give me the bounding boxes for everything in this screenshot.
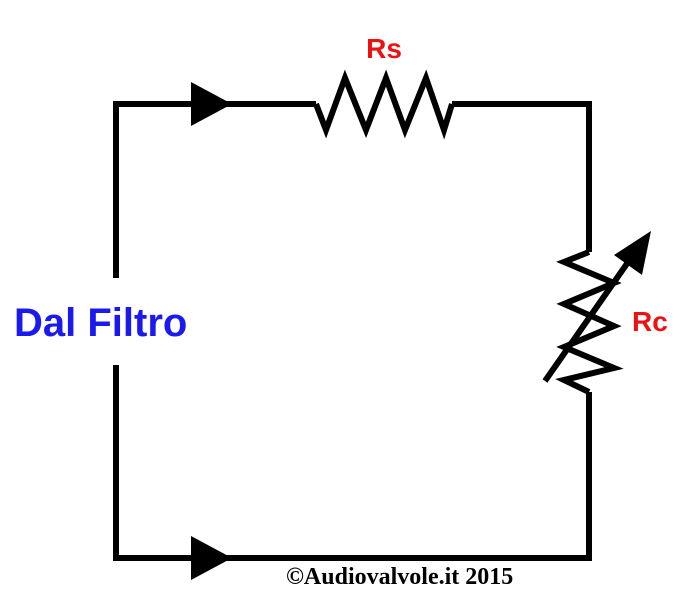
resistor-rc-zigzag bbox=[555, 249, 624, 395]
arrow-right-icon bbox=[191, 82, 232, 126]
variable-resistor-arrow-icon bbox=[542, 231, 651, 383]
wire-left-bottom bbox=[113, 365, 232, 561]
label-source: Dal Filtro bbox=[14, 301, 187, 345]
label-rc: Rc bbox=[632, 306, 668, 337]
copyright-text: ©Audiovalvole.it 2015 bbox=[286, 564, 513, 590]
label-rs: Rs bbox=[366, 33, 402, 64]
resistor-rs-zigzag bbox=[313, 69, 455, 140]
arrow-right-icon bbox=[191, 536, 232, 580]
wire-left-top bbox=[113, 101, 232, 278]
wire-top-right bbox=[452, 101, 592, 252]
wires bbox=[113, 69, 624, 561]
wire-right-bottom bbox=[232, 392, 592, 561]
